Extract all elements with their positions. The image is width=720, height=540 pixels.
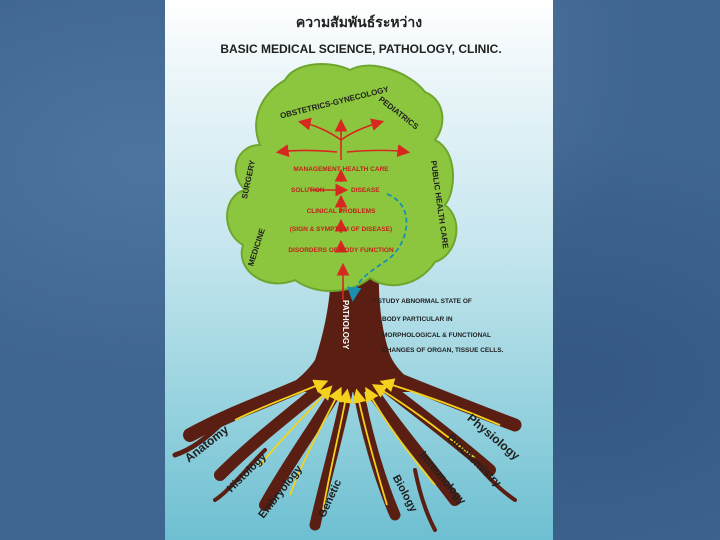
text-management: MANAGEMENT HEALTH CARE <box>293 166 389 173</box>
root-arrows <box>234 378 501 511</box>
definition-line: BODY PARTICULAR IN <box>382 316 453 323</box>
text-solution: SOLUTION <box>291 187 325 194</box>
main-title: BASIC MEDICAL SCIENCE, PATHOLOGY, CLINIC… <box>220 42 501 56</box>
definition-line: MORPHOLOGICAL & FUNCTIONAL <box>382 332 491 339</box>
flow-arrows <box>275 117 411 300</box>
trunk-label: PATHOLOGY <box>341 300 350 350</box>
pathology-definition: = STUDY ABNORMAL STATE OF BODY PARTICULA… <box>372 298 504 354</box>
flow-labels: MANAGEMENT HEALTH CARE SOLUTION DISEASE … <box>288 166 394 254</box>
slide-panel: ความสัมพันธ์ระหว่าง BASIC MEDICAL SCIENC… <box>165 0 553 540</box>
text-disease: DISEASE <box>351 187 380 194</box>
definition-line: = STUDY ABNORMAL STATE OF <box>372 298 472 305</box>
disease-feedback-arrow <box>347 193 408 302</box>
definition-line: CHANGES OF ORGAN, TISSUE CELLS. <box>382 347 504 354</box>
root-immunology: Immunology <box>417 449 469 507</box>
text-disorders: DISORDERS OF BODY FUNCTION <box>288 247 394 254</box>
tree-trunk <box>280 260 430 392</box>
thai-title: ความสัมพันธ์ระหว่าง <box>296 14 422 30</box>
text-sign: (SIGN & SYMPTOM OF DISEASE) <box>290 226 392 233</box>
text-clinical: CLINICAL PROBLEMS <box>307 208 377 215</box>
tree-diagram: ความสัมพันธ์ระหว่าง BASIC MEDICAL SCIENC… <box>172 14 523 532</box>
